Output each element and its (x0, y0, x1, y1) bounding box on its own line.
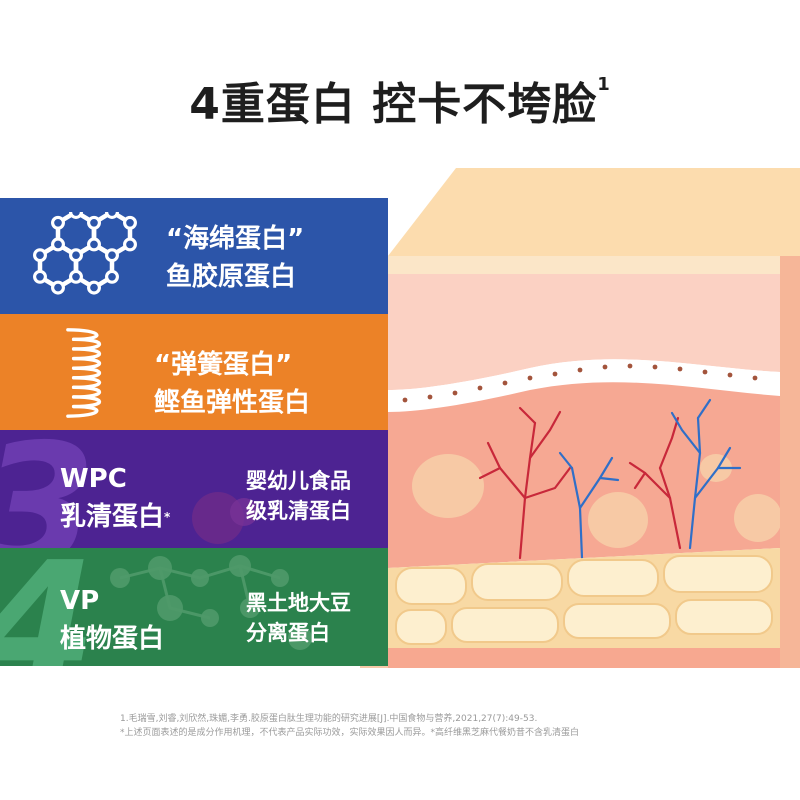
epidermis-band (388, 256, 788, 274)
band-whey-desc-line1: 婴幼儿食品 (246, 469, 351, 493)
fat-cells (395, 555, 773, 645)
band-collagen: “海绵蛋白” 鱼胶原蛋白 (0, 198, 388, 314)
dermis-nodule (588, 492, 648, 548)
footnote-reference: 1.毛瑞雪,刘睿,刘欣然,珠媚,李勇.胶原蛋白肽生理功能的研究进展[J].中国食… (120, 714, 538, 724)
dermis-nodule (734, 494, 782, 542)
band-plant-title-line2: 植物蛋白 (60, 624, 165, 654)
milk-drop-decoration (192, 492, 258, 544)
epidermis-layer (388, 274, 780, 390)
band-whey-footnote-mark: * (164, 510, 171, 524)
membrane-dots (402, 363, 758, 403)
band-whey: 3 WPC 乳清蛋白* 婴幼儿食品 级乳清蛋白 (0, 430, 388, 548)
dermis-nodule (700, 454, 732, 482)
headline-footnote-mark: 1 (597, 74, 611, 95)
molecule-chain-decoration (110, 555, 312, 650)
skin-top-surface (388, 168, 800, 256)
skin-layer-illustration (360, 168, 800, 668)
band-elastin-title: “弹簧蛋白” 鲣鱼弹性蛋白 (154, 346, 310, 422)
basement-membrane (388, 359, 780, 412)
band-whey-desc-line2: 级乳清蛋白 (246, 499, 351, 523)
skin-right-edge (780, 256, 800, 668)
band-whey-title-line1: WPC (60, 464, 127, 494)
footnote-disclaimer: *上述页面表述的是成分作用机理，不代表产品实际功效，实际效果因人而异。*高纤维黑… (120, 728, 580, 738)
blue-blood-vessel (558, 398, 742, 560)
band-collagen-title: “海绵蛋白” 鱼胶原蛋白 (166, 220, 304, 296)
band-plant-desc-line2: 分离蛋白 (246, 621, 330, 645)
band-collagen-title-line2: 鱼胶原蛋白 (166, 262, 297, 292)
band-plant-number: 4 (0, 548, 96, 666)
band-elastin-title-line1: “弹簧蛋白” (154, 350, 293, 380)
band-elastin-title-line2: 鲣鱼弹性蛋白 (154, 388, 311, 418)
band-plant-desc-line1: 黑土地大豆 (246, 591, 351, 615)
band-plant-title-line1: VP (60, 586, 100, 616)
band-plant-description: 黑土地大豆 分离蛋白 (246, 588, 351, 648)
headline-text: 4重蛋白 控卡不垮脸 (189, 79, 598, 130)
dermis-nodule (412, 454, 484, 518)
band-whey-title-line2: 乳清蛋白 (60, 502, 165, 532)
red-blood-vessel (478, 406, 682, 560)
band-collagen-title-line1: “海绵蛋白” (166, 224, 305, 254)
band-whey-description: 婴幼儿食品 级乳清蛋白 (246, 466, 351, 526)
molecule-icon (33, 212, 137, 295)
headline: 4重蛋白 控卡不垮脸1 (0, 68, 800, 132)
band-whey-number: 3 (0, 430, 96, 548)
spring-icon (66, 328, 101, 418)
band-whey-title: WPC 乳清蛋白* (60, 460, 170, 536)
muscle-strip (388, 648, 788, 668)
band-plant-title: VP 植物蛋白 (60, 582, 164, 658)
band-elastin: “弹簧蛋白” 鲣鱼弹性蛋白 (0, 314, 388, 430)
band-plant: 4 VP 植物蛋白 黑土地大豆 分离蛋白 (0, 548, 388, 666)
